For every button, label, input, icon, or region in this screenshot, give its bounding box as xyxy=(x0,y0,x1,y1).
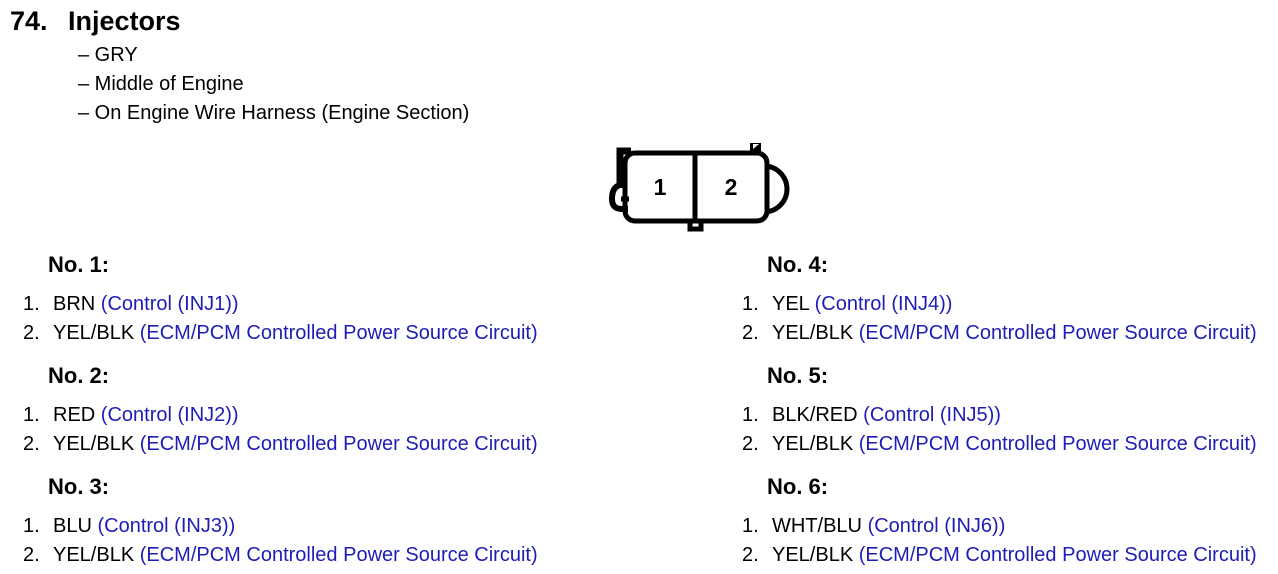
wire-color: RED xyxy=(53,404,96,426)
pin-row: 2. YEL/BLK (ECM/PCM Controlled Power Sour… xyxy=(742,319,1278,348)
connector-diagram: 1 2 xyxy=(598,138,798,238)
wire-color: BLU xyxy=(53,515,92,537)
pin-row: 1. WHT/BLU (Control (INJ6)) xyxy=(742,512,1278,541)
pin-row: 1. BRN (Control (INJ1)) xyxy=(23,290,663,319)
wire-color: YEL/BLK xyxy=(772,322,854,344)
pin-row: 2. YEL/BLK (ECM/PCM Controlled Power Sour… xyxy=(742,541,1278,570)
circuit-label: (ECM/PCM Controlled Power Source Circuit… xyxy=(858,322,1257,344)
connector-top-tab xyxy=(750,143,761,155)
pin-number: 1. xyxy=(23,293,40,315)
pin-number: 1. xyxy=(23,404,40,426)
section-heading: No. 1: xyxy=(48,252,110,277)
pin-number: 2. xyxy=(742,433,759,455)
wire-color: BLK/RED xyxy=(772,404,858,426)
wire-color: YEL/BLK xyxy=(772,544,854,566)
circuit-label: (ECM/PCM Controlled Power Source Circuit… xyxy=(139,544,538,566)
pin-number: 2. xyxy=(742,544,759,566)
circuit-label: (ECM/PCM Controlled Power Source Circuit… xyxy=(139,433,538,455)
section-no-1: No. 1: 1. BRN (Control (INJ1)) 2. YEL/BLK … xyxy=(23,252,663,348)
pin-number: 2. xyxy=(23,433,40,455)
connector-drawing-icon: 1 2 xyxy=(608,143,790,232)
section-no-4: No. 4: 1. YEL (Control (INJ4)) 2. YEL/BLK … xyxy=(742,252,1278,348)
circuit-label: (ECM/PCM Controlled Power Source Circuit… xyxy=(858,544,1257,566)
pin-row: 1. BLK/RED (Control (INJ5)) xyxy=(742,401,1278,430)
pin-number: 1. xyxy=(742,515,759,537)
pin-number: 1. xyxy=(742,293,759,315)
circuit-label: (Control (INJ5)) xyxy=(863,404,1001,426)
section-heading: No. 2: xyxy=(48,363,110,388)
attribute-color: – GRY xyxy=(78,44,138,66)
wire-color: YEL/BLK xyxy=(53,544,135,566)
wire-color: YEL/BLK xyxy=(53,433,135,455)
section-no-2: No. 2: 1. RED (Control (INJ2)) 2. YEL/BLK … xyxy=(23,363,663,459)
section-heading: No. 6: xyxy=(767,474,829,499)
wire-color: WHT/BLU xyxy=(772,515,862,537)
connector-latch-bar xyxy=(616,147,631,188)
page-title: 74. Injectors xyxy=(10,7,181,35)
connector-right-bump xyxy=(763,163,790,215)
item-title: Injectors xyxy=(68,6,181,36)
circuit-label: (Control (INJ2)) xyxy=(100,404,239,426)
section-heading: No. 3: xyxy=(48,474,110,499)
pin-row: 1. RED (Control (INJ2)) xyxy=(23,401,663,430)
circuit-label: (Control (INJ3)) xyxy=(97,515,236,537)
pin-number: 1. xyxy=(742,404,759,426)
pin-row: 1. BLU (Control (INJ3)) xyxy=(23,512,663,541)
wire-color: BRN xyxy=(53,293,96,315)
wire-color: YEL/BLK xyxy=(53,322,135,344)
section-heading: No. 4: xyxy=(767,252,829,277)
pin-row: 2. YEL/BLK (ECM/PCM Controlled Power Sour… xyxy=(23,430,663,459)
circuit-label: (Control (INJ1)) xyxy=(100,293,239,315)
attribute-harness: – On Engine Wire Harness (Engine Section… xyxy=(78,102,470,124)
item-number: 74. xyxy=(10,6,48,36)
section-no-5: No. 5: 1. BLK/RED (Control (INJ5)) 2. YEL/… xyxy=(742,363,1278,459)
pin-row: 2. YEL/BLK (ECM/PCM Controlled Power Sour… xyxy=(742,430,1278,459)
section-no-6: No. 6: 1. WHT/BLU (Control (INJ6)) 2. YEL/… xyxy=(742,474,1278,570)
connector-pin1-label: 1 xyxy=(654,174,667,200)
circuit-label: (ECM/PCM Controlled Power Source Circuit… xyxy=(858,433,1257,455)
circuit-label: (Control (INJ6)) xyxy=(867,515,1006,537)
pin-row: 2. YEL/BLK (ECM/PCM Controlled Power Sour… xyxy=(23,541,663,570)
connector-latch-hook xyxy=(608,182,628,212)
attribute-list: – GRY – Middle of Engine – On Engine Wir… xyxy=(78,41,469,128)
pin-number: 2. xyxy=(23,544,40,566)
attribute-location: – Middle of Engine xyxy=(78,73,244,95)
pin-row: 1. YEL (Control (INJ4)) xyxy=(742,290,1278,319)
connector-pin2-label: 2 xyxy=(725,174,738,200)
wire-color: YEL/BLK xyxy=(772,433,854,455)
circuit-label: (ECM/PCM Controlled Power Source Circuit… xyxy=(139,322,538,344)
pin-number: 2. xyxy=(742,322,759,344)
section-heading: No. 5: xyxy=(767,363,829,388)
pin-number: 1. xyxy=(23,515,40,537)
section-no-3: No. 3: 1. BLU (Control (INJ3)) 2. YEL/BLK … xyxy=(23,474,663,570)
wire-color: YEL xyxy=(772,293,810,315)
connector-top-tab-notch xyxy=(753,144,759,149)
pin-number: 2. xyxy=(23,322,40,344)
pin-row: 2. YEL/BLK (ECM/PCM Controlled Power Sour… xyxy=(23,319,663,348)
circuit-label: (Control (INJ4)) xyxy=(814,293,953,315)
